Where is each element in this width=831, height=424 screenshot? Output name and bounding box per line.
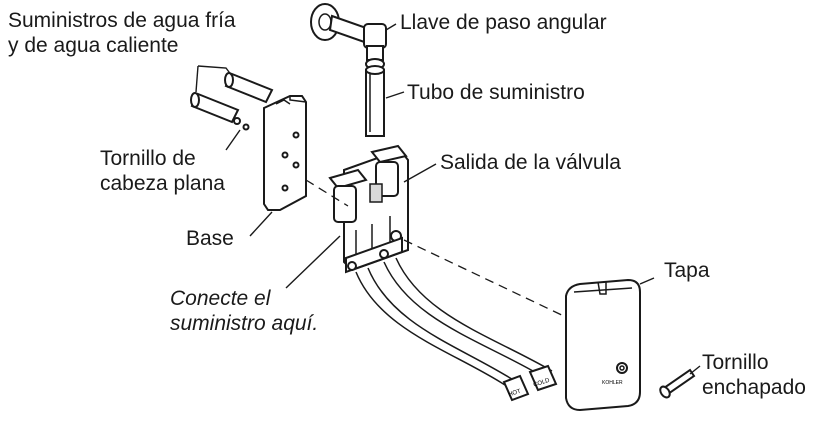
label-base: Base — [186, 226, 234, 251]
supply-tube — [365, 65, 385, 137]
label-base-text: Base — [186, 227, 234, 250]
hose-tag-right: COLD — [533, 378, 551, 389]
label-connect-supply-here: Conecte el suministro aquí. — [170, 286, 318, 336]
label-connect-supply-line2: suministro aquí. — [170, 312, 319, 335]
label-angle-stop-valve-text: Llave de paso angular — [400, 11, 607, 34]
label-water-supplies-line2: y de agua caliente — [8, 34, 179, 57]
label-plated-screw-line1: Tornillo — [702, 351, 769, 374]
alignment-line-cover — [403, 239, 569, 319]
label-water-supplies-line1: Suministros de agua fría — [8, 9, 236, 32]
label-connect-supply-line1: Conecte el — [170, 287, 271, 310]
alignment-line-base — [305, 179, 349, 207]
plated-screw — [659, 368, 696, 399]
label-plated-screw-line2: enchapado — [702, 376, 806, 399]
flexible-hoses: HOT COLD — [355, 257, 558, 402]
label-flat-head-screw: Tornillo de cabeza plana — [100, 146, 225, 196]
label-water-supplies: Suministros de agua fría y de agua calie… — [8, 8, 236, 58]
label-flat-head-screw-line1: Tornillo de — [100, 147, 196, 170]
label-supply-tube-text: Tubo de suministro — [407, 81, 585, 104]
base-plate — [263, 95, 307, 211]
flat-head-screws — [233, 117, 250, 131]
hose-tag-left: HOT — [508, 389, 522, 399]
leader-lines — [195, 23, 701, 375]
label-valve-outlet-text: Salida de la válvula — [440, 151, 621, 174]
angle-stop-valve — [310, 3, 387, 70]
label-valve-outlet: Salida de la válvula — [440, 150, 621, 175]
label-cover: Tapa — [664, 258, 710, 283]
label-cover-text: Tapa — [664, 259, 710, 282]
cover: KOHLER — [565, 278, 641, 412]
label-flat-head-screw-line2: cabeza plana — [100, 172, 225, 195]
valve-assembly — [328, 144, 409, 274]
label-supply-tube: Tubo de suministro — [407, 80, 585, 105]
label-plated-screw: Tornillo enchapado — [702, 350, 806, 400]
water-supply-tubes — [190, 72, 274, 124]
cover-brand-mark: KOHLER — [602, 380, 623, 386]
label-angle-stop-valve: Llave de paso angular — [400, 10, 607, 35]
